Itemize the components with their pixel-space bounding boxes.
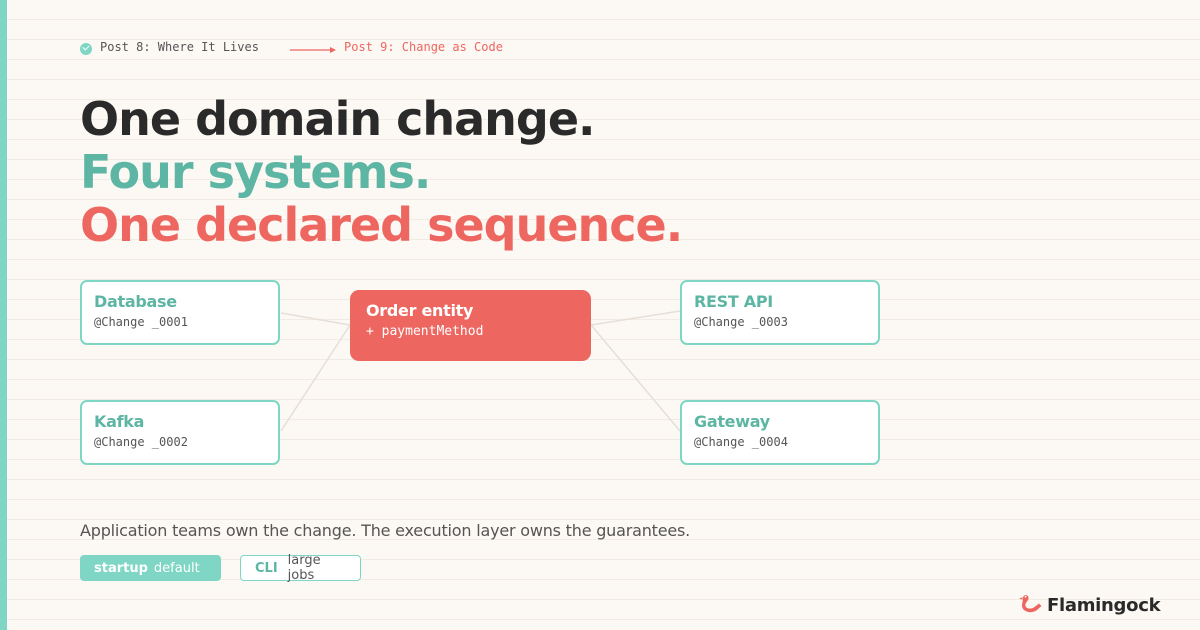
tagline: Application teams own the change. The ex…: [80, 521, 691, 540]
headline-line-1: One domain change.: [80, 92, 596, 146]
system-node-gateway: Gateway @Change _0004: [680, 400, 880, 465]
node-change-id: @Change _0001: [94, 315, 188, 329]
headline-line-2: Four systems.: [80, 145, 431, 199]
breadcrumb-previous[interactable]: Post 8: Where It Lives: [80, 40, 259, 55]
node-change-id: @Change _0002: [94, 435, 188, 449]
chip-key: CLI: [255, 560, 278, 576]
connector-database: [280, 312, 351, 326]
chip-value: default: [153, 560, 200, 576]
accent-bar: [0, 0, 7, 630]
breadcrumb-previous-label: Post 8: Where It Lives: [100, 40, 259, 54]
connector-kafka: [280, 324, 351, 432]
order-entity-node: Order entity + paymentMethod: [350, 290, 591, 361]
brand-name: Flamingock: [1047, 594, 1161, 616]
chip-value: large jobs: [287, 553, 321, 583]
breadcrumb-current-label[interactable]: Post 9: Change as Code: [344, 40, 503, 54]
connector-gateway: [590, 324, 681, 432]
mode-chip-cli: CLI large jobs: [240, 553, 361, 583]
arrow-right-icon: [290, 47, 336, 53]
headline-line-3: One declared sequence.: [80, 198, 683, 252]
system-node-kafka: Kafka @Change _0002: [80, 400, 280, 465]
node-title: Gateway: [694, 412, 770, 431]
chip-key: startup: [94, 560, 148, 576]
brand-logo: Flamingock: [1018, 593, 1161, 617]
node-change-id: @Change _0003: [694, 315, 788, 329]
system-node-database: Database @Change _0001: [80, 280, 280, 345]
node-title: REST API: [694, 292, 773, 311]
center-node-subtitle: + paymentMethod: [366, 324, 484, 339]
check-icon: [80, 43, 92, 55]
flamingo-logo-icon: [1019, 595, 1042, 613]
connector-rest-api: [590, 310, 681, 326]
node-title: Kafka: [94, 412, 145, 431]
node-title: Database: [94, 292, 177, 311]
node-change-id: @Change _0004: [694, 435, 788, 449]
system-node-rest-api: REST API @Change _0003: [680, 280, 880, 345]
mode-chip-startup: startup default: [80, 555, 221, 581]
center-node-title: Order entity: [366, 301, 474, 320]
